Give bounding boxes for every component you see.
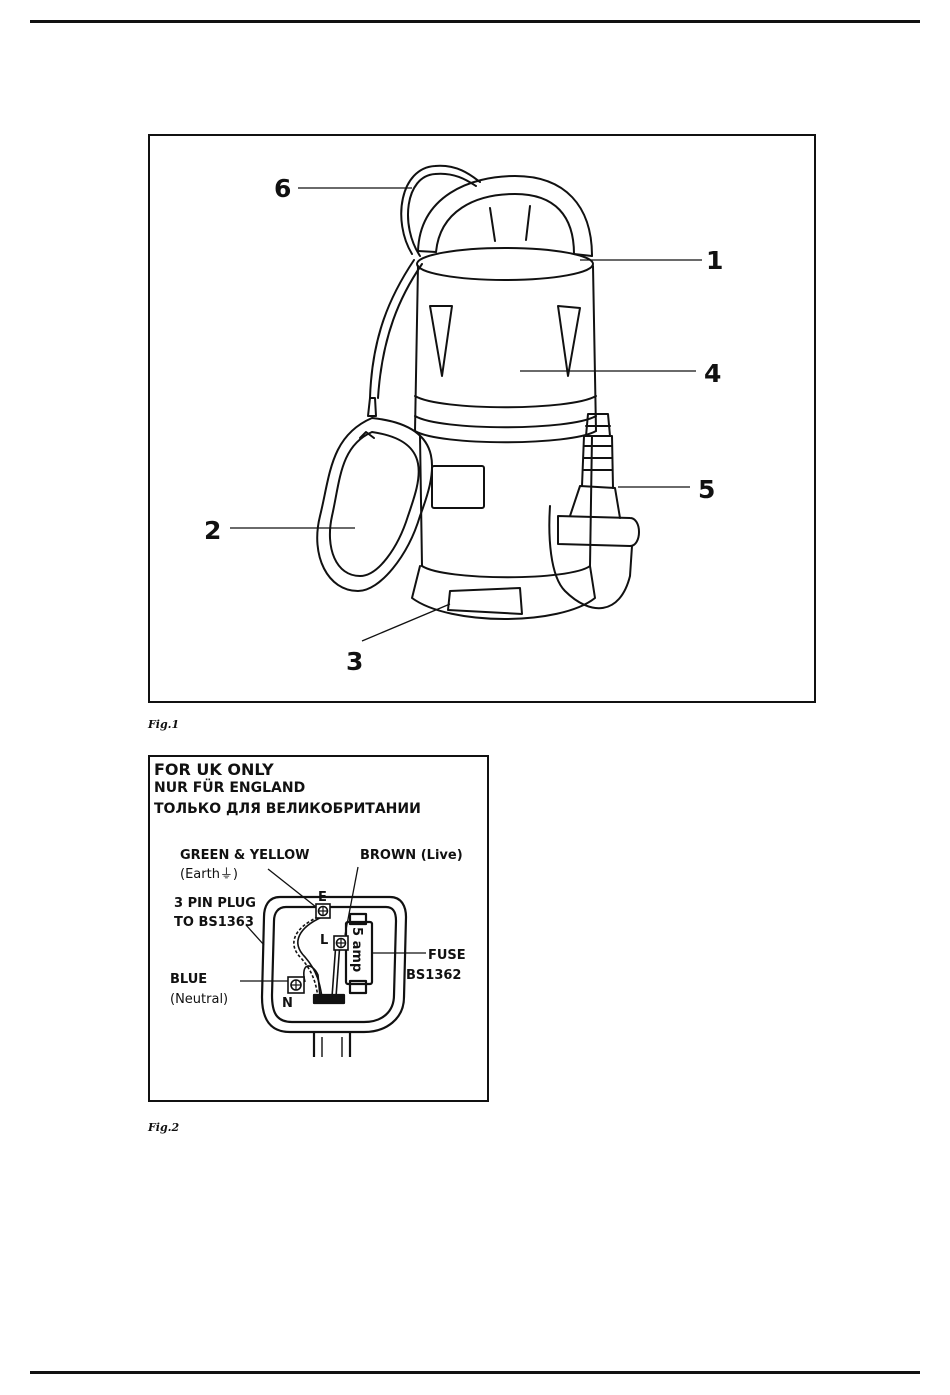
callout-2: 2 — [204, 516, 221, 545]
label-to-bs1363: TO BS1363 — [174, 915, 254, 930]
bottom-rule — [30, 1371, 920, 1374]
figure-1-caption: Fig.1 — [148, 718, 179, 731]
callout-4: 4 — [704, 359, 721, 388]
pump-illustration: 6 1 4 5 2 3 — [150, 136, 814, 701]
callout-1: 1 — [706, 246, 723, 275]
callout-3: 3 — [346, 647, 363, 676]
terminal-e-label: E — [318, 890, 327, 905]
label-earth: (Earth⏚) — [180, 867, 238, 882]
terminal-l-label: L — [320, 933, 328, 948]
figure-2-caption: Fig.2 — [148, 1121, 179, 1134]
label-green-yellow: GREEN & YELLOW — [180, 848, 310, 863]
label-fuse: FUSE — [428, 948, 466, 963]
figure-1-pump-diagram: 6 1 4 5 2 3 — [148, 134, 816, 703]
label-blue: BLUE — [170, 972, 207, 987]
terminal-n-label: N — [282, 996, 293, 1011]
handle-1 — [418, 176, 592, 256]
top-rule — [30, 20, 920, 23]
label-brown-live: BROWN (Live) — [360, 848, 463, 863]
figure-2-plug-wiring: FOR UK ONLY NUR FÜR ENGLAND ТОЛЬКО ДЛЯ В… — [148, 755, 489, 1102]
label-bs1362: BS1362 — [406, 968, 461, 983]
fuse-rating-label: 5 amp — [349, 927, 364, 972]
label-3-pin-plug: 3 PIN PLUG — [174, 896, 256, 911]
plug-illustration: GREEN & YELLOW (Earth⏚) BROWN (Live) 3 P… — [150, 757, 487, 1100]
label-neutral: (Neutral) — [170, 992, 228, 1007]
callout-6: 6 — [274, 174, 291, 203]
callout-5: 5 — [698, 475, 715, 504]
